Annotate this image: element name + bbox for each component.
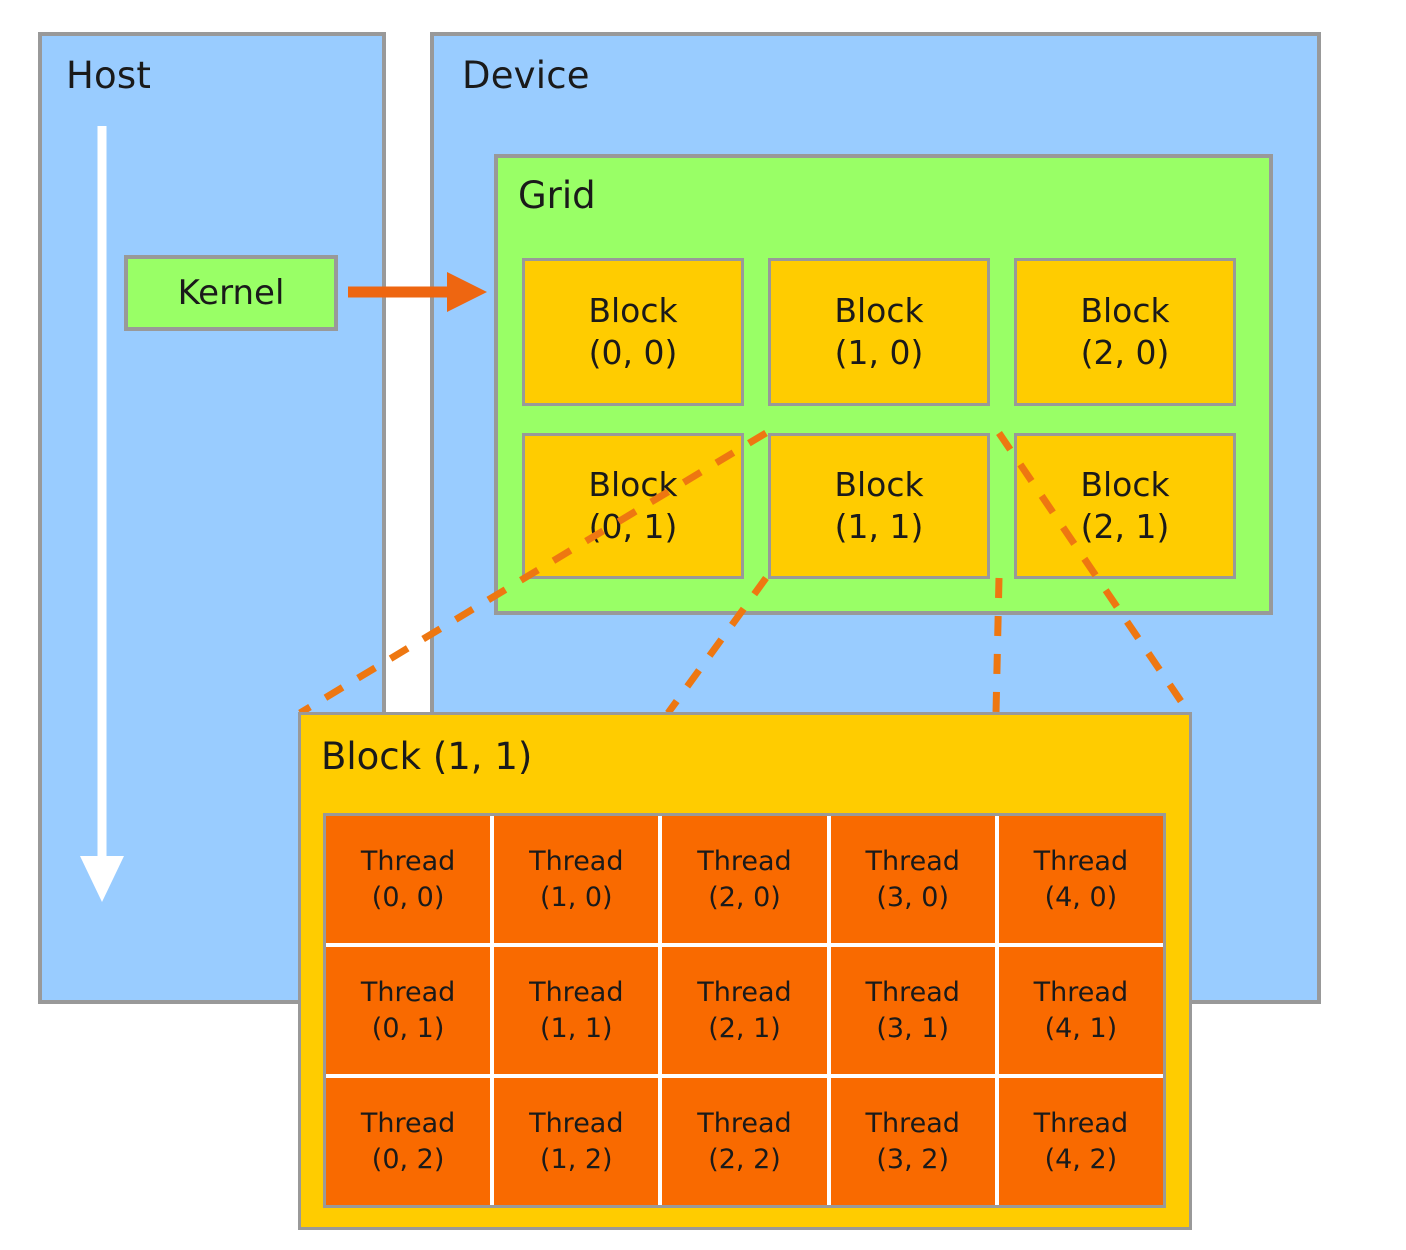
thread-coords: (2, 0) <box>708 881 781 913</box>
thread-cell-2-0: Thread (2, 0) <box>662 816 827 943</box>
block-coords: (2, 0) <box>1080 333 1170 372</box>
thread-cell-2-1: Thread (2, 1) <box>662 947 827 1074</box>
thread-grid: Thread (0, 0) Thread (1, 0) Thread (2, 0… <box>323 813 1166 1208</box>
block-detail-panel: Block (1, 1) Thread (0, 0) Thread (1, 0)… <box>298 712 1192 1230</box>
thread-coords: (1, 2) <box>539 1143 613 1175</box>
thread-cell-1-1: Thread (1, 1) <box>494 947 659 1074</box>
thread-name: Thread <box>697 846 792 878</box>
kernel-label: Kernel <box>177 273 285 313</box>
block-coords: (0, 1) <box>588 507 678 546</box>
thread-cell-4-1: Thread (4, 1) <box>998 947 1163 1074</box>
thread-name: Thread <box>529 1108 624 1140</box>
thread-name: Thread <box>529 977 624 1009</box>
grid-block-0-1: Block (0, 1) <box>522 433 744 579</box>
grid-block-2-0: Block (2, 0) <box>1014 258 1236 406</box>
grid-block-2-1: Block (2, 1) <box>1014 433 1236 579</box>
block-coords: (1, 0) <box>834 333 924 372</box>
thread-cell-4-0: Thread (4, 0) <box>998 816 1163 943</box>
thread-coords: (2, 2) <box>708 1143 781 1175</box>
grid-title: Grid <box>518 174 596 217</box>
block-coords: (1, 1) <box>834 507 924 546</box>
block-coords: (0, 0) <box>588 333 678 372</box>
block-name: Block <box>834 464 924 504</box>
thread-coords: (3, 1) <box>876 1012 949 1044</box>
thread-name: Thread <box>865 846 960 878</box>
thread-coords: (0, 0) <box>371 881 445 913</box>
thread-cell-3-2: Thread (3, 2) <box>830 1078 995 1205</box>
thread-cell-3-0: Thread (3, 0) <box>830 816 995 943</box>
thread-coords: (3, 2) <box>876 1143 949 1175</box>
block-name: Block <box>1080 290 1170 330</box>
thread-name: Thread <box>1033 977 1129 1009</box>
grid-block-1-0: Block (1, 0) <box>768 258 990 406</box>
thread-cell-0-1: Thread (0, 1) <box>326 947 491 1074</box>
thread-coords: (3, 0) <box>876 881 949 913</box>
thread-coords: (0, 2) <box>371 1143 445 1175</box>
thread-name: Thread <box>697 977 792 1009</box>
thread-name: Thread <box>697 1108 792 1140</box>
thread-coords: (4, 1) <box>1044 1012 1118 1044</box>
thread-coords: (0, 1) <box>371 1012 445 1044</box>
block-name: Block <box>1080 464 1170 504</box>
block-name: Block <box>588 290 678 330</box>
host-title: Host <box>66 54 152 97</box>
thread-cell-3-1: Thread (3, 1) <box>830 947 995 1074</box>
thread-cell-4-2: Thread (4, 2) <box>998 1078 1163 1205</box>
thread-name: Thread <box>360 977 456 1009</box>
thread-coords: (1, 1) <box>539 1012 613 1044</box>
thread-cell-1-0: Thread (1, 0) <box>494 816 659 943</box>
thread-name: Thread <box>360 1108 456 1140</box>
thread-coords: (4, 0) <box>1044 881 1118 913</box>
grid-block-1-1: Block (1, 1) <box>768 433 990 579</box>
thread-coords: (4, 2) <box>1044 1143 1118 1175</box>
device-title: Device <box>462 54 590 97</box>
block-name: Block <box>834 290 924 330</box>
thread-cell-0-2: Thread (0, 2) <box>326 1078 491 1205</box>
thread-name: Thread <box>865 977 960 1009</box>
thread-cell-0-0: Thread (0, 0) <box>326 816 491 943</box>
block-detail-title: Block (1, 1) <box>321 735 533 778</box>
thread-coords: (2, 1) <box>708 1012 781 1044</box>
thread-name: Thread <box>1033 1108 1129 1140</box>
thread-name: Thread <box>1033 846 1129 878</box>
block-coords: (2, 1) <box>1080 507 1170 546</box>
thread-cell-2-2: Thread (2, 2) <box>662 1078 827 1205</box>
thread-coords: (1, 0) <box>539 881 613 913</box>
kernel-box: Kernel <box>124 255 338 331</box>
thread-name: Thread <box>360 846 456 878</box>
grid-block-0-0: Block (0, 0) <box>522 258 744 406</box>
block-name: Block <box>588 464 678 504</box>
thread-name: Thread <box>865 1108 960 1140</box>
thread-name: Thread <box>529 846 624 878</box>
thread-cell-1-2: Thread (1, 2) <box>494 1078 659 1205</box>
